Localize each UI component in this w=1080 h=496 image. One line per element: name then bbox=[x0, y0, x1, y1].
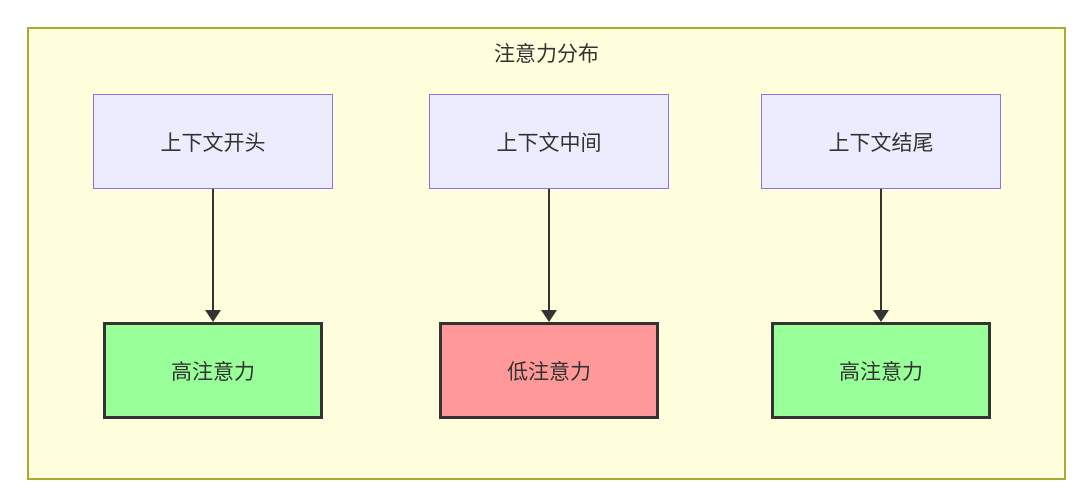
node-label: 上下文开头 bbox=[160, 131, 266, 155]
node-label: 高注意力 bbox=[171, 360, 255, 384]
arrow-down-icon bbox=[873, 189, 889, 322]
node-context-end: 上下文结尾 bbox=[761, 94, 1001, 189]
node-high-attention-left: 高注意力 bbox=[103, 322, 323, 419]
node-low-attention-middle: 低注意力 bbox=[439, 322, 659, 419]
node-label: 上下文结尾 bbox=[828, 131, 934, 155]
node-context-middle: 上下文中间 bbox=[429, 94, 669, 189]
arrow-down-icon bbox=[205, 189, 221, 322]
node-label: 高注意力 bbox=[839, 360, 923, 384]
arrow-down-icon bbox=[541, 189, 557, 322]
node-label: 低注意力 bbox=[507, 360, 591, 384]
attention-distribution-group: 注意力分布 上下文开头 高注意力 上下文中间 低注意力 上下文结尾 高注意力 bbox=[27, 27, 1066, 480]
node-high-attention-right: 高注意力 bbox=[771, 322, 991, 419]
node-context-start: 上下文开头 bbox=[93, 94, 333, 189]
diagram-title: 注意力分布 bbox=[494, 43, 599, 66]
node-label: 上下文中间 bbox=[496, 131, 602, 155]
